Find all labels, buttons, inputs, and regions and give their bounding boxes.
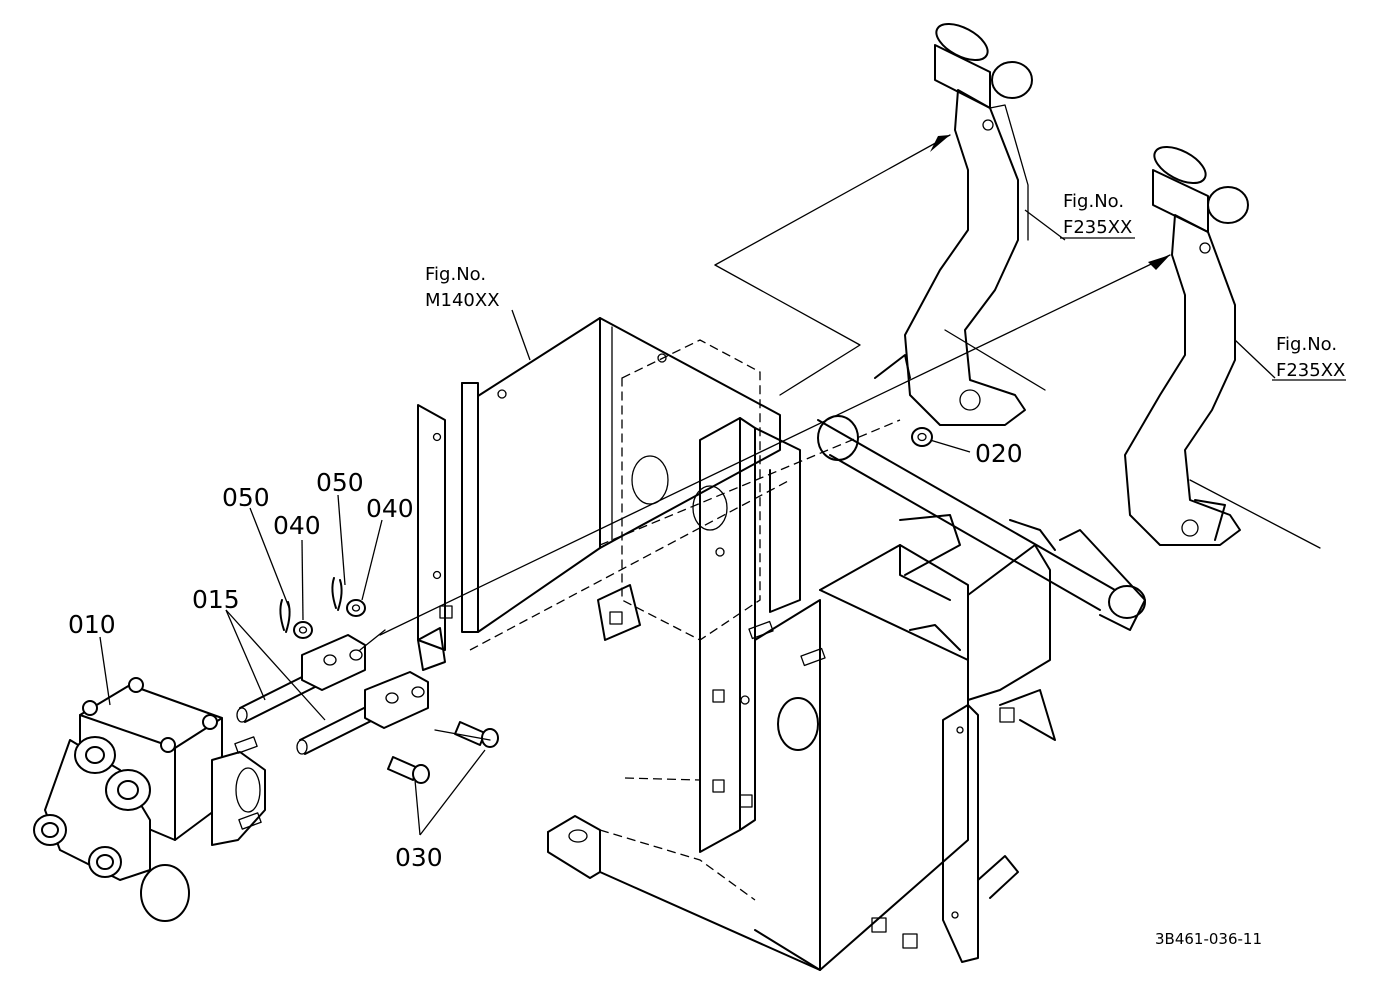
clevis-right	[364, 671, 429, 729]
frame-assembly	[417, 317, 1146, 971]
fig-ref-pedal2-line2: F235XX	[1276, 360, 1345, 381]
brake-pedal-upper	[874, 22, 1046, 426]
label-040-right: 040	[366, 494, 414, 523]
fig-ref-pedal1-line1: Fig.No.	[1063, 191, 1124, 212]
label-040-left: 040	[273, 511, 321, 540]
master-cylinder	[33, 677, 266, 922]
fig-ref-pedal2-line1: Fig.No.	[1276, 334, 1337, 355]
fig-ref-frame-line2: M140XX	[425, 290, 500, 311]
clevis-pins	[387, 721, 499, 784]
drawing-code: 3B461-036-11	[1155, 930, 1262, 948]
clevis-left	[301, 634, 366, 691]
brake-pedal-lower	[1124, 145, 1321, 549]
fig-ref-frame-line1: Fig.No.	[425, 264, 486, 285]
label-010: 010	[68, 610, 116, 639]
leader-lines	[99, 134, 1276, 836]
fig-ref-pedal1-line2: F235XX	[1063, 217, 1132, 238]
label-050-right: 050	[316, 468, 364, 497]
label-015: 015	[192, 585, 240, 614]
label-030: 030	[395, 843, 443, 872]
label-050-left: 050	[222, 483, 270, 512]
washers-cotters	[279, 577, 366, 639]
label-020: 020	[975, 439, 1023, 468]
